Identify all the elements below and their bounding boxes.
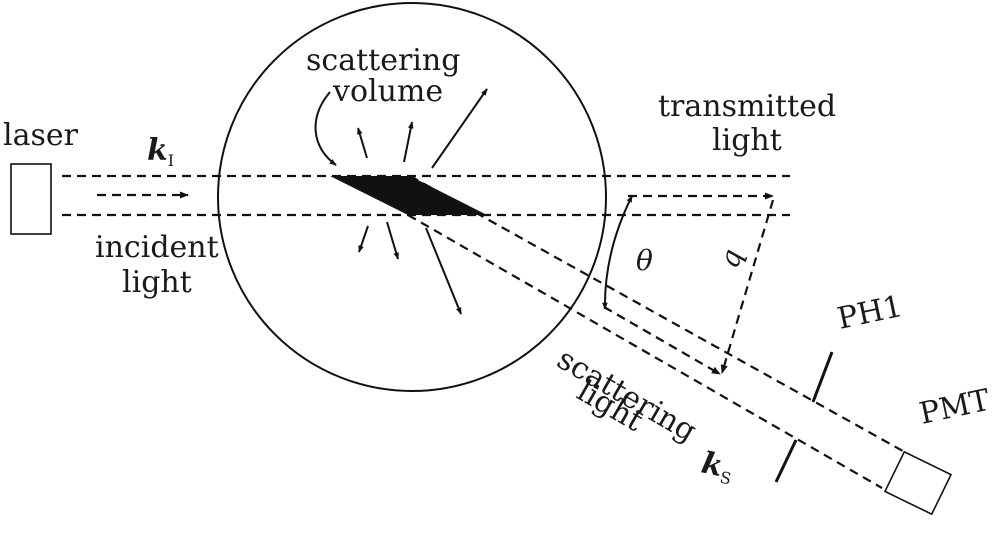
volume-pointer xyxy=(314,91,337,166)
pmt-label: PMT xyxy=(916,383,993,432)
transmitted-light-label-1: transmitted xyxy=(658,89,836,124)
q-vector xyxy=(720,199,775,374)
incident-light-label-1: incident xyxy=(95,230,219,265)
ph1-label: PH1 xyxy=(834,289,905,337)
scatter-arrow-up-3 xyxy=(431,88,488,169)
k-scattered-label: kS xyxy=(698,446,737,489)
pinhole-ph1-lower xyxy=(774,439,798,483)
scattering-volume-label-1: scattering xyxy=(306,43,460,78)
transmitted-light-label-2: light xyxy=(712,123,782,158)
laser-box xyxy=(10,163,52,235)
theta-label: θ xyxy=(636,244,653,277)
pmt-box xyxy=(883,450,953,516)
q-label: q xyxy=(712,245,749,272)
laser-label: laser xyxy=(3,118,79,153)
incident-light-label-2: light xyxy=(122,265,192,300)
scatter-arrow-up-2 xyxy=(403,121,414,163)
scatter-arrow-down-3 xyxy=(425,227,462,315)
theta-arc xyxy=(602,195,633,310)
k-incident-label: kI xyxy=(147,133,174,170)
scattering-volume-shape xyxy=(330,176,487,215)
scatter-arrow-up-1 xyxy=(357,127,368,159)
scatter-arrow-down-2 xyxy=(386,221,399,260)
scattered-beam-upper xyxy=(409,175,911,456)
ks-vector xyxy=(603,306,721,375)
scatter-arrow-down-1 xyxy=(358,225,369,253)
scattering-volume-label-2: volume xyxy=(332,74,443,109)
pinhole-ph1-upper xyxy=(811,351,834,403)
scattered-beam-lower xyxy=(407,214,883,489)
